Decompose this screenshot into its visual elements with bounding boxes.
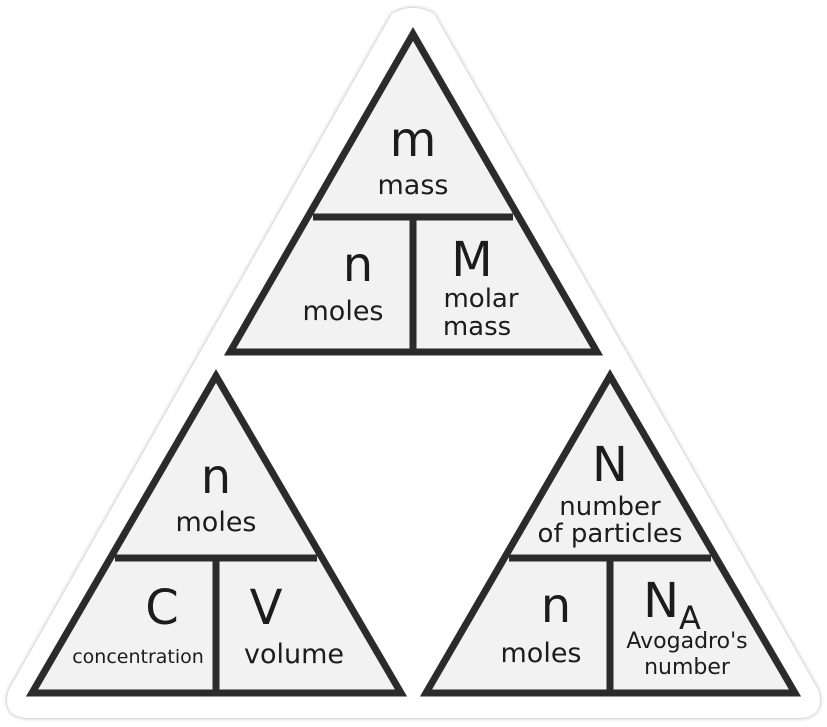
label-moles: moles (176, 507, 257, 538)
label-concentration: concentration (72, 646, 204, 668)
label-number: number (559, 492, 661, 522)
symbol-mass: m (390, 112, 437, 168)
symbol-moles: n (343, 237, 373, 293)
label-moles: moles (501, 638, 582, 669)
triangle-concentration: n moles C concentration V volume (25, 369, 408, 697)
symbol-avogadro: NA (643, 573, 701, 637)
label-avogadros: Avogadro's (626, 629, 747, 654)
symbol-concentration: C (145, 580, 179, 636)
triangle-mass: m mass n moles M molar mass (223, 26, 604, 356)
triangle-particles: N number of particles n moles NA Avogadr… (419, 369, 802, 697)
symbol-number-of-particles: N (592, 437, 628, 493)
symbol-volume: V (250, 580, 283, 636)
label-moles: moles (303, 296, 384, 327)
symbol-moles: n (201, 449, 231, 505)
label-volume: volume (244, 639, 344, 670)
symbol-moles: n (541, 578, 571, 634)
label-of-particles: of particles (538, 519, 683, 549)
label-molar-mass-2: mass (443, 312, 511, 342)
label-mass: mass (378, 170, 449, 201)
label-molar: molar (443, 284, 518, 314)
symbol-molar-mass: M (451, 232, 492, 288)
symbol-avogadro-subscript: A (679, 599, 701, 637)
symbol-avogadro-main: N (643, 573, 679, 629)
label-number: number (644, 655, 731, 680)
